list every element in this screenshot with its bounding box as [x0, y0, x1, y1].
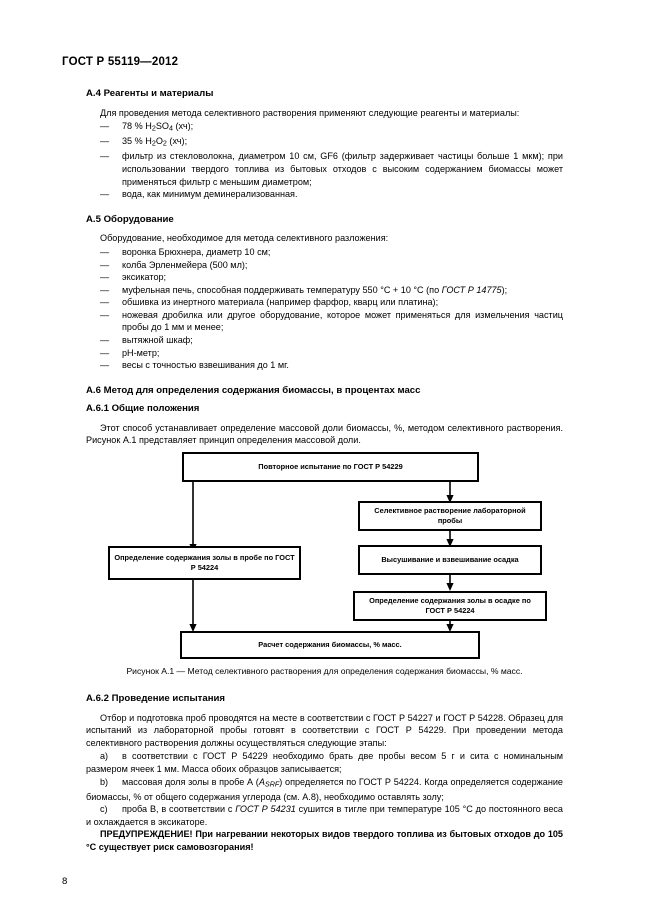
- list-item: c)проба В, в соответствии с ГОСТ Р 54231…: [86, 803, 563, 828]
- heading-a6-1: A.6.1 Общие положения: [86, 403, 200, 415]
- heading-a6: A.6 Метод для определения содержания био…: [86, 384, 421, 396]
- heading-a4: A.4 Реагенты и материалы: [86, 88, 214, 99]
- list-item: b)массовая доля золы в пробе А (ASRF) оп…: [86, 776, 563, 804]
- list-item: —35 % H2O2 (хч);: [100, 136, 188, 148]
- dash-icon: —: [100, 189, 110, 200]
- list-item: —78 % H2SO4 (хч);: [100, 121, 194, 133]
- a6-2-steps: a)в соответствии с ГОСТ Р 54229 необходи…: [86, 750, 563, 828]
- list-item-label: обшивка из инертного материала (например…: [122, 297, 439, 308]
- list-item: — весы с точностью взвешивания до 1 мг.: [86, 359, 563, 372]
- heading-a6-2: A.6.2 Проведение испытания: [86, 693, 225, 705]
- page-header: ГОСТ Р 55119—2012: [62, 56, 179, 68]
- list-item: — колба Эрленмейера (500 мл);: [86, 259, 563, 272]
- list-item-label: фильтр из стекловолокна, диаметром 10 см…: [122, 151, 563, 187]
- list-marker: c): [100, 804, 108, 815]
- figure-caption: Рисунок А.1 — Метод селективного раствор…: [126, 666, 523, 677]
- dash-icon: —: [100, 335, 110, 346]
- dash-icon: —: [100, 121, 110, 132]
- dash-icon: —: [100, 259, 110, 270]
- list-item-label: проба В, в соответствии с ГОСТ Р 54231 с…: [86, 804, 563, 827]
- dash-icon: —: [100, 136, 110, 147]
- list-item-label: ножевая дробилка или другое оборудование…: [122, 309, 563, 333]
- list-item-label: вытяжной шкаф;: [122, 335, 193, 346]
- list-item-label: массовая доля золы в пробе А (ASRF) опре…: [86, 776, 563, 802]
- list-item: — обшивка из инертного материала (наприме…: [86, 296, 563, 309]
- list-item: — эксикатор;: [86, 271, 563, 284]
- list-item: — ножевая дробилка или другое оборудовани…: [86, 309, 563, 334]
- a5-list: — воронка Брюхнера, диаметр 10 см; — колба…: [86, 246, 563, 372]
- heading-a5: A.5 Оборудование: [86, 213, 174, 225]
- list-item: a)в соответствии с ГОСТ Р 54229 необходи…: [86, 750, 563, 775]
- list-item: — вытяжной шкаф;: [86, 334, 563, 347]
- list-item: —муфельная печь, способная поддерживать …: [100, 284, 508, 295]
- a6-2-paragraph: Отбор и подготовка проб проводятся на ме…: [86, 712, 563, 748]
- list-item: — фильтр из стекловолокна, диаметром 10 с…: [86, 150, 563, 188]
- list-item: — воронка Брюхнера, диаметр 10 см;: [86, 246, 563, 259]
- list-item-label: весы с точностью взвешивания до 1 мг.: [122, 360, 289, 371]
- list-marker: b): [100, 776, 109, 787]
- list-item-label: эксикатор;: [122, 272, 167, 283]
- dash-icon: —: [100, 347, 110, 358]
- list-marker: a): [100, 751, 109, 762]
- dash-icon: —: [100, 246, 110, 257]
- list-item-label: воронка Брюхнера, диаметр 10 см;: [122, 246, 271, 257]
- dash-icon: —: [100, 284, 110, 295]
- list-item-label: колба Эрленмейера (500 мл);: [122, 259, 248, 270]
- a4-intro: Для проведения метода селективного раств…: [100, 107, 520, 118]
- list-item-label: вода, как минимум деминерализованная.: [122, 189, 298, 200]
- dash-icon: —: [100, 360, 110, 371]
- page-number: 8: [62, 876, 68, 887]
- a5-intro: Оборудование, необходимое для метода сел…: [100, 233, 389, 244]
- warning-paragraph: ПРЕДУПРЕЖДЕНИЕ! При нагревании некоторых…: [86, 829, 563, 853]
- dash-icon: —: [100, 272, 110, 283]
- dash-icon: —: [100, 151, 110, 162]
- page-content: A.4 Реагенты и материалы Для проведения …: [86, 88, 563, 855]
- a6-1-paragraph: Этот способ устанавливает определение ма…: [86, 422, 563, 446]
- list-item-label: pH-метр;: [122, 347, 160, 358]
- list-item-label: в соответствии с ГОСТ Р 54229 необходимо…: [86, 751, 563, 774]
- list-item: — вода, как минимум деминерализованная.: [86, 188, 563, 201]
- dash-icon: —: [100, 297, 110, 308]
- dash-icon: —: [100, 309, 110, 320]
- list-item: — pH-метр;: [86, 347, 563, 360]
- figure-area-spacer: [86, 448, 563, 666]
- a4-list: —78 % H2SO4 (хч); —35 % H2O2 (хч); — филь…: [86, 120, 563, 201]
